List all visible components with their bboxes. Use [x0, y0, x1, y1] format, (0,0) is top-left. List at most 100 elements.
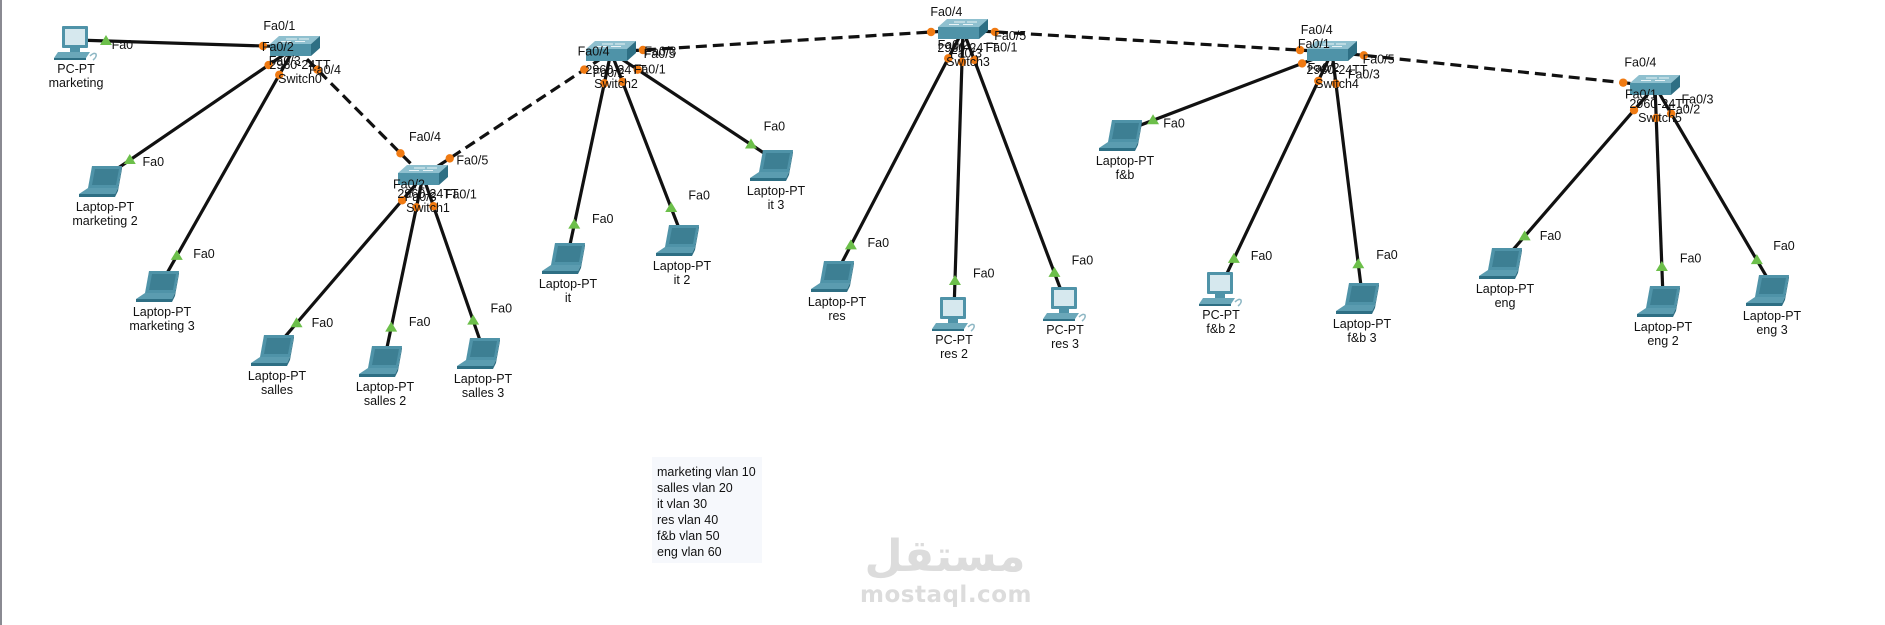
link-up-triangle — [170, 249, 183, 260]
straight-link[interactable] — [1219, 51, 1334, 287]
port-label: Fa0 — [1773, 239, 1795, 253]
note-line: marketing vlan 10 — [657, 465, 756, 479]
port-label: Fa0 — [764, 119, 786, 133]
straight-link[interactable] — [160, 46, 297, 283]
straight-link[interactable] — [1124, 50, 1333, 133]
switch-icon[interactable] — [1630, 75, 1680, 95]
laptop-icon[interactable] — [1479, 248, 1522, 279]
laptop-icon[interactable] — [136, 271, 179, 302]
laptop-icon[interactable] — [359, 346, 402, 377]
laptop-icon[interactable] — [1099, 120, 1142, 151]
port-label: Fa0/2 — [1307, 61, 1339, 75]
laptop-icon[interactable] — [750, 150, 793, 181]
straight-link[interactable] — [75, 38, 296, 49]
device-model-label: Laptop-PT — [248, 369, 307, 383]
link-up-triangle — [948, 275, 961, 286]
link-status-dot — [1331, 79, 1341, 88]
laptop-icon[interactable] — [542, 243, 585, 274]
laptop-icon[interactable] — [1637, 286, 1680, 317]
device-pc-fb2[interactable]: PC-PTf&b 2 — [1199, 272, 1242, 336]
switch-icon[interactable] — [1307, 41, 1357, 61]
crossover-link[interactable] — [422, 50, 612, 178]
laptop-icon[interactable] — [656, 225, 699, 256]
device-name-label: Switch0 — [278, 72, 322, 86]
laptop-icon[interactable] — [1746, 275, 1789, 306]
laptop-icon[interactable] — [811, 261, 854, 292]
device-model-label: 2960-24TT — [1306, 63, 1368, 77]
link-status-dot — [1618, 78, 1628, 87]
device-model-label: Laptop-PT — [1634, 320, 1693, 334]
crossover-link[interactable] — [1331, 50, 1656, 88]
straight-link[interactable] — [1330, 51, 1364, 295]
pc-icon[interactable] — [1199, 272, 1242, 307]
straight-link[interactable] — [952, 29, 965, 312]
laptop-icon[interactable] — [1336, 283, 1379, 314]
switch-side — [1671, 75, 1680, 95]
device-name-label: Switch3 — [946, 55, 990, 69]
switch-icon[interactable] — [586, 41, 636, 61]
device-lap-fb3[interactable]: Laptop-PTf&b 3 — [1333, 283, 1392, 345]
watermark-arabic: مستقل — [864, 531, 1026, 582]
straight-link[interactable] — [835, 29, 965, 273]
port-label: Fa0/4 — [930, 5, 962, 19]
switch-side — [311, 36, 320, 56]
switch-icon[interactable] — [270, 36, 320, 56]
port-label: Fa0 — [1680, 252, 1702, 266]
port-label: Fa0/1 — [445, 187, 477, 201]
port-label: Fa0/1 — [634, 63, 666, 77]
link-up-triangle — [1048, 266, 1061, 277]
device-name-label: it — [565, 291, 572, 305]
device-lap-fb[interactable]: Laptop-PTf&b — [1096, 120, 1155, 182]
port-label: Fa0 — [1163, 117, 1185, 131]
straight-link[interactable] — [104, 45, 296, 179]
pc-icon[interactable] — [932, 297, 975, 332]
crossover-link[interactable] — [293, 45, 425, 178]
crossover-link[interactable] — [610, 28, 964, 54]
port-label: Fa0/3 — [405, 190, 437, 204]
laptop-icon[interactable] — [457, 338, 500, 369]
device-name-label: marketing — [49, 76, 104, 90]
pc-icon[interactable] — [54, 26, 97, 61]
laptop-icon[interactable] — [79, 166, 122, 197]
switch-icon[interactable] — [398, 165, 448, 185]
crossover-link[interactable] — [962, 28, 1333, 54]
switch-front — [1630, 83, 1671, 95]
straight-link[interactable] — [275, 174, 425, 348]
straight-link[interactable] — [961, 29, 1067, 302]
device-name-label: marketing 2 — [72, 214, 137, 228]
laptop-icon[interactable] — [251, 335, 294, 366]
switch-icon[interactable] — [938, 19, 988, 39]
pc-icon[interactable] — [1043, 287, 1086, 322]
vlan-note[interactable]: marketing vlan 10 salles vlan 20 it vlan… — [652, 457, 762, 563]
port-label: Fa0/5 — [994, 29, 1026, 43]
straight-link[interactable] — [1503, 84, 1657, 261]
link-status-dot — [313, 65, 322, 74]
device-name-label: eng 3 — [1756, 323, 1787, 337]
straight-link[interactable] — [1653, 85, 1774, 287]
port-label: Fa0/2 — [938, 38, 970, 52]
link-status-dot — [264, 60, 273, 70]
device-model-label: Laptop-PT — [454, 372, 513, 386]
